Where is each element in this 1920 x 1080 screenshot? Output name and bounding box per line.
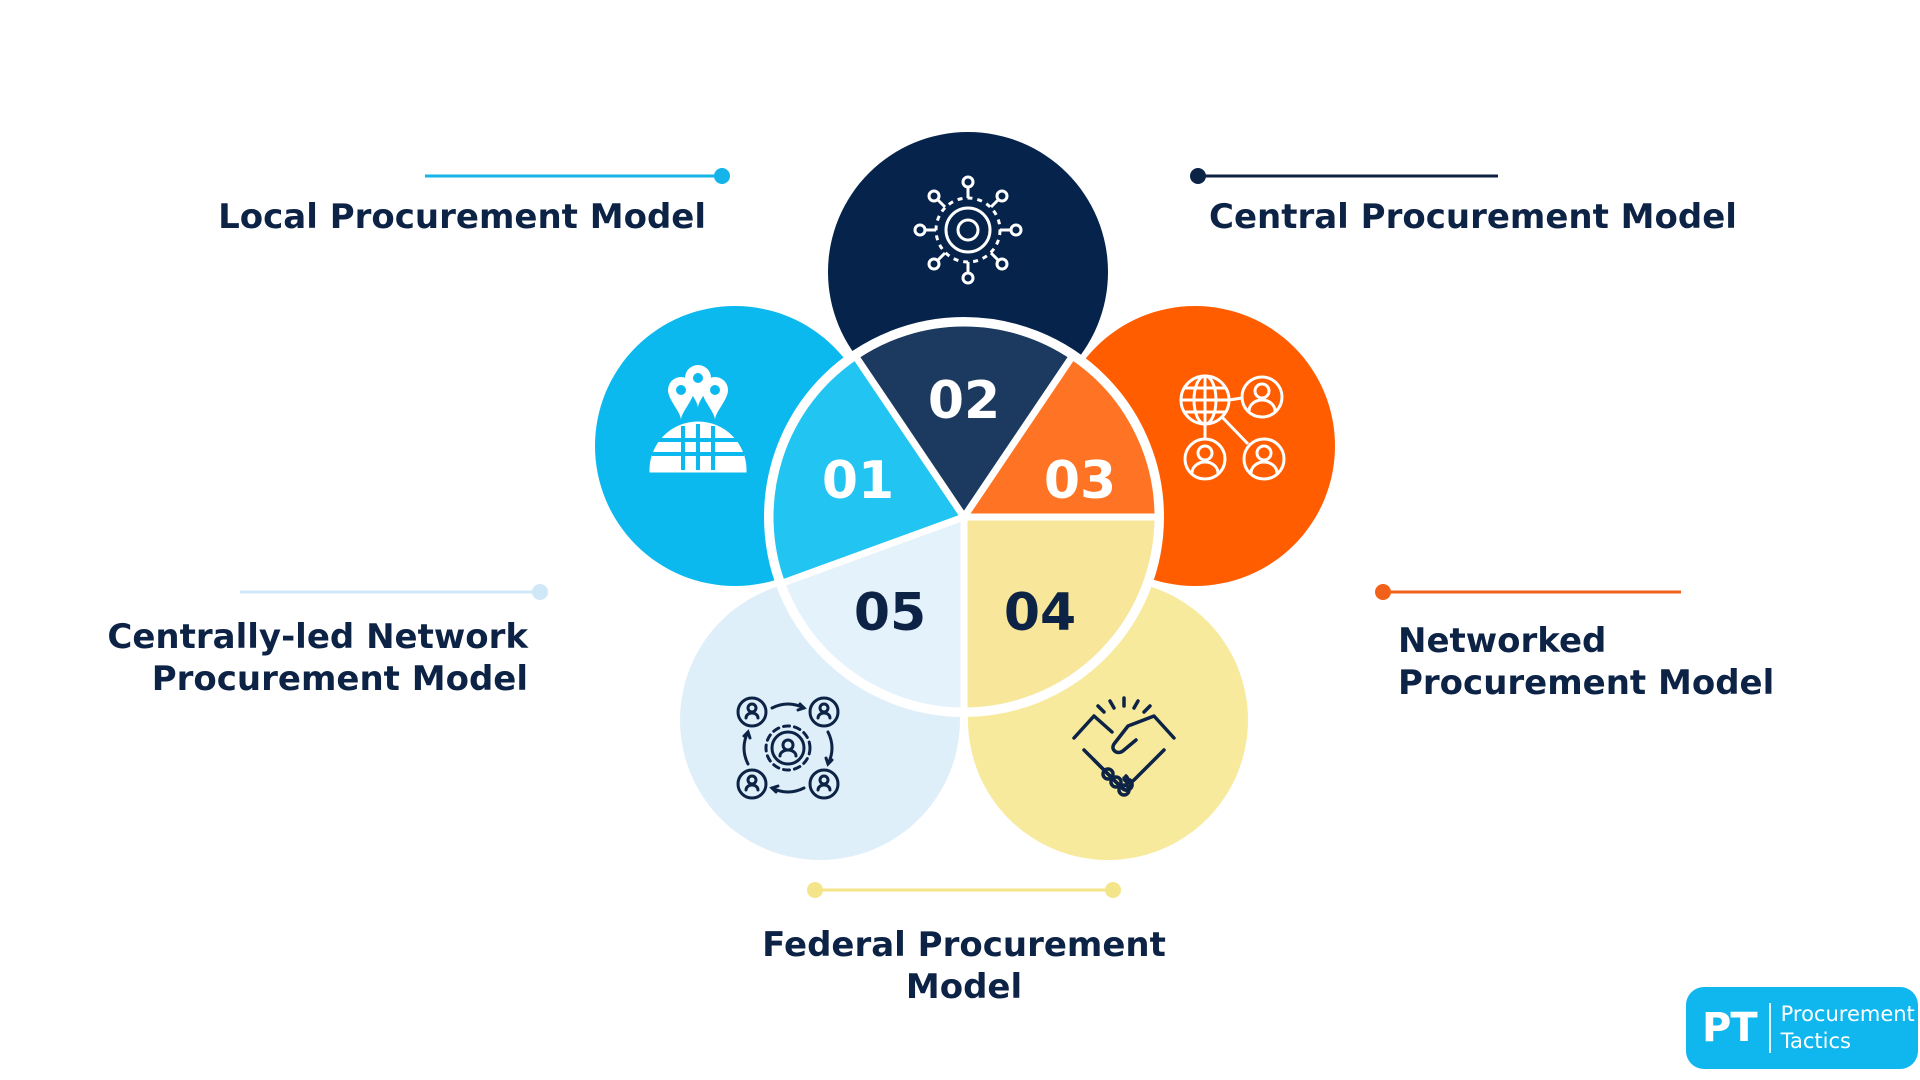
label-line: Centrally-led Network xyxy=(107,617,528,657)
connector-dot xyxy=(1375,584,1391,600)
segment-number-05: 05 xyxy=(854,583,926,643)
central-hub-network-icon xyxy=(913,175,1023,285)
procurement-tactics-logo: PT Procurement Tactics xyxy=(1686,987,1918,1069)
label-networked-procurement: Networked Procurement Model xyxy=(1398,620,1774,704)
label-central-procurement: Central Procurement Model xyxy=(1209,196,1737,238)
connector-line-03 xyxy=(1375,584,1681,600)
logo-divider xyxy=(1768,1003,1771,1053)
connector-dot xyxy=(1190,168,1206,184)
connector-line-02 xyxy=(1190,168,1498,184)
connector-dot xyxy=(714,168,730,184)
people-gear-cycle-icon xyxy=(736,696,840,800)
logo-brand-line: Procurement xyxy=(1780,1002,1915,1026)
logo-brand: Procurement Tactics xyxy=(1781,1001,1915,1055)
logo-brand-line: Tactics xyxy=(1780,1029,1851,1053)
connector-dot xyxy=(1105,882,1121,898)
segment-number-02: 02 xyxy=(928,371,1000,431)
label-line: Local Procurement Model xyxy=(218,197,706,237)
globe-people-network-icon xyxy=(1179,374,1286,481)
segment-number-01: 01 xyxy=(822,451,894,511)
label-line: Procurement Model xyxy=(151,659,528,699)
segment-number-03: 03 xyxy=(1044,451,1116,511)
logo-mark: PT xyxy=(1702,1005,1758,1051)
segment-number-04: 04 xyxy=(1004,583,1076,643)
connector-dot xyxy=(532,584,548,600)
center-ring-outline xyxy=(764,317,1164,717)
label-centrally-led-network-procurement: Centrally-led Network Procurement Model xyxy=(107,616,528,700)
connector-line-01 xyxy=(425,168,730,184)
label-line: Central Procurement Model xyxy=(1209,197,1737,237)
label-federal-procurement: Federal Procurement Model xyxy=(664,924,1264,1008)
connector-line-04 xyxy=(807,882,1121,898)
label-line: Procurement Model xyxy=(1398,663,1775,703)
handshake-icon xyxy=(1072,696,1176,797)
connector-line-05 xyxy=(240,584,548,600)
location-pins-globe-icon xyxy=(649,365,747,473)
label-line: Networked xyxy=(1398,621,1607,661)
label-line: Federal Procurement xyxy=(762,925,1166,965)
connector-dot xyxy=(807,882,823,898)
label-line: Model xyxy=(905,967,1023,1007)
label-local-procurement: Local Procurement Model xyxy=(218,196,706,238)
